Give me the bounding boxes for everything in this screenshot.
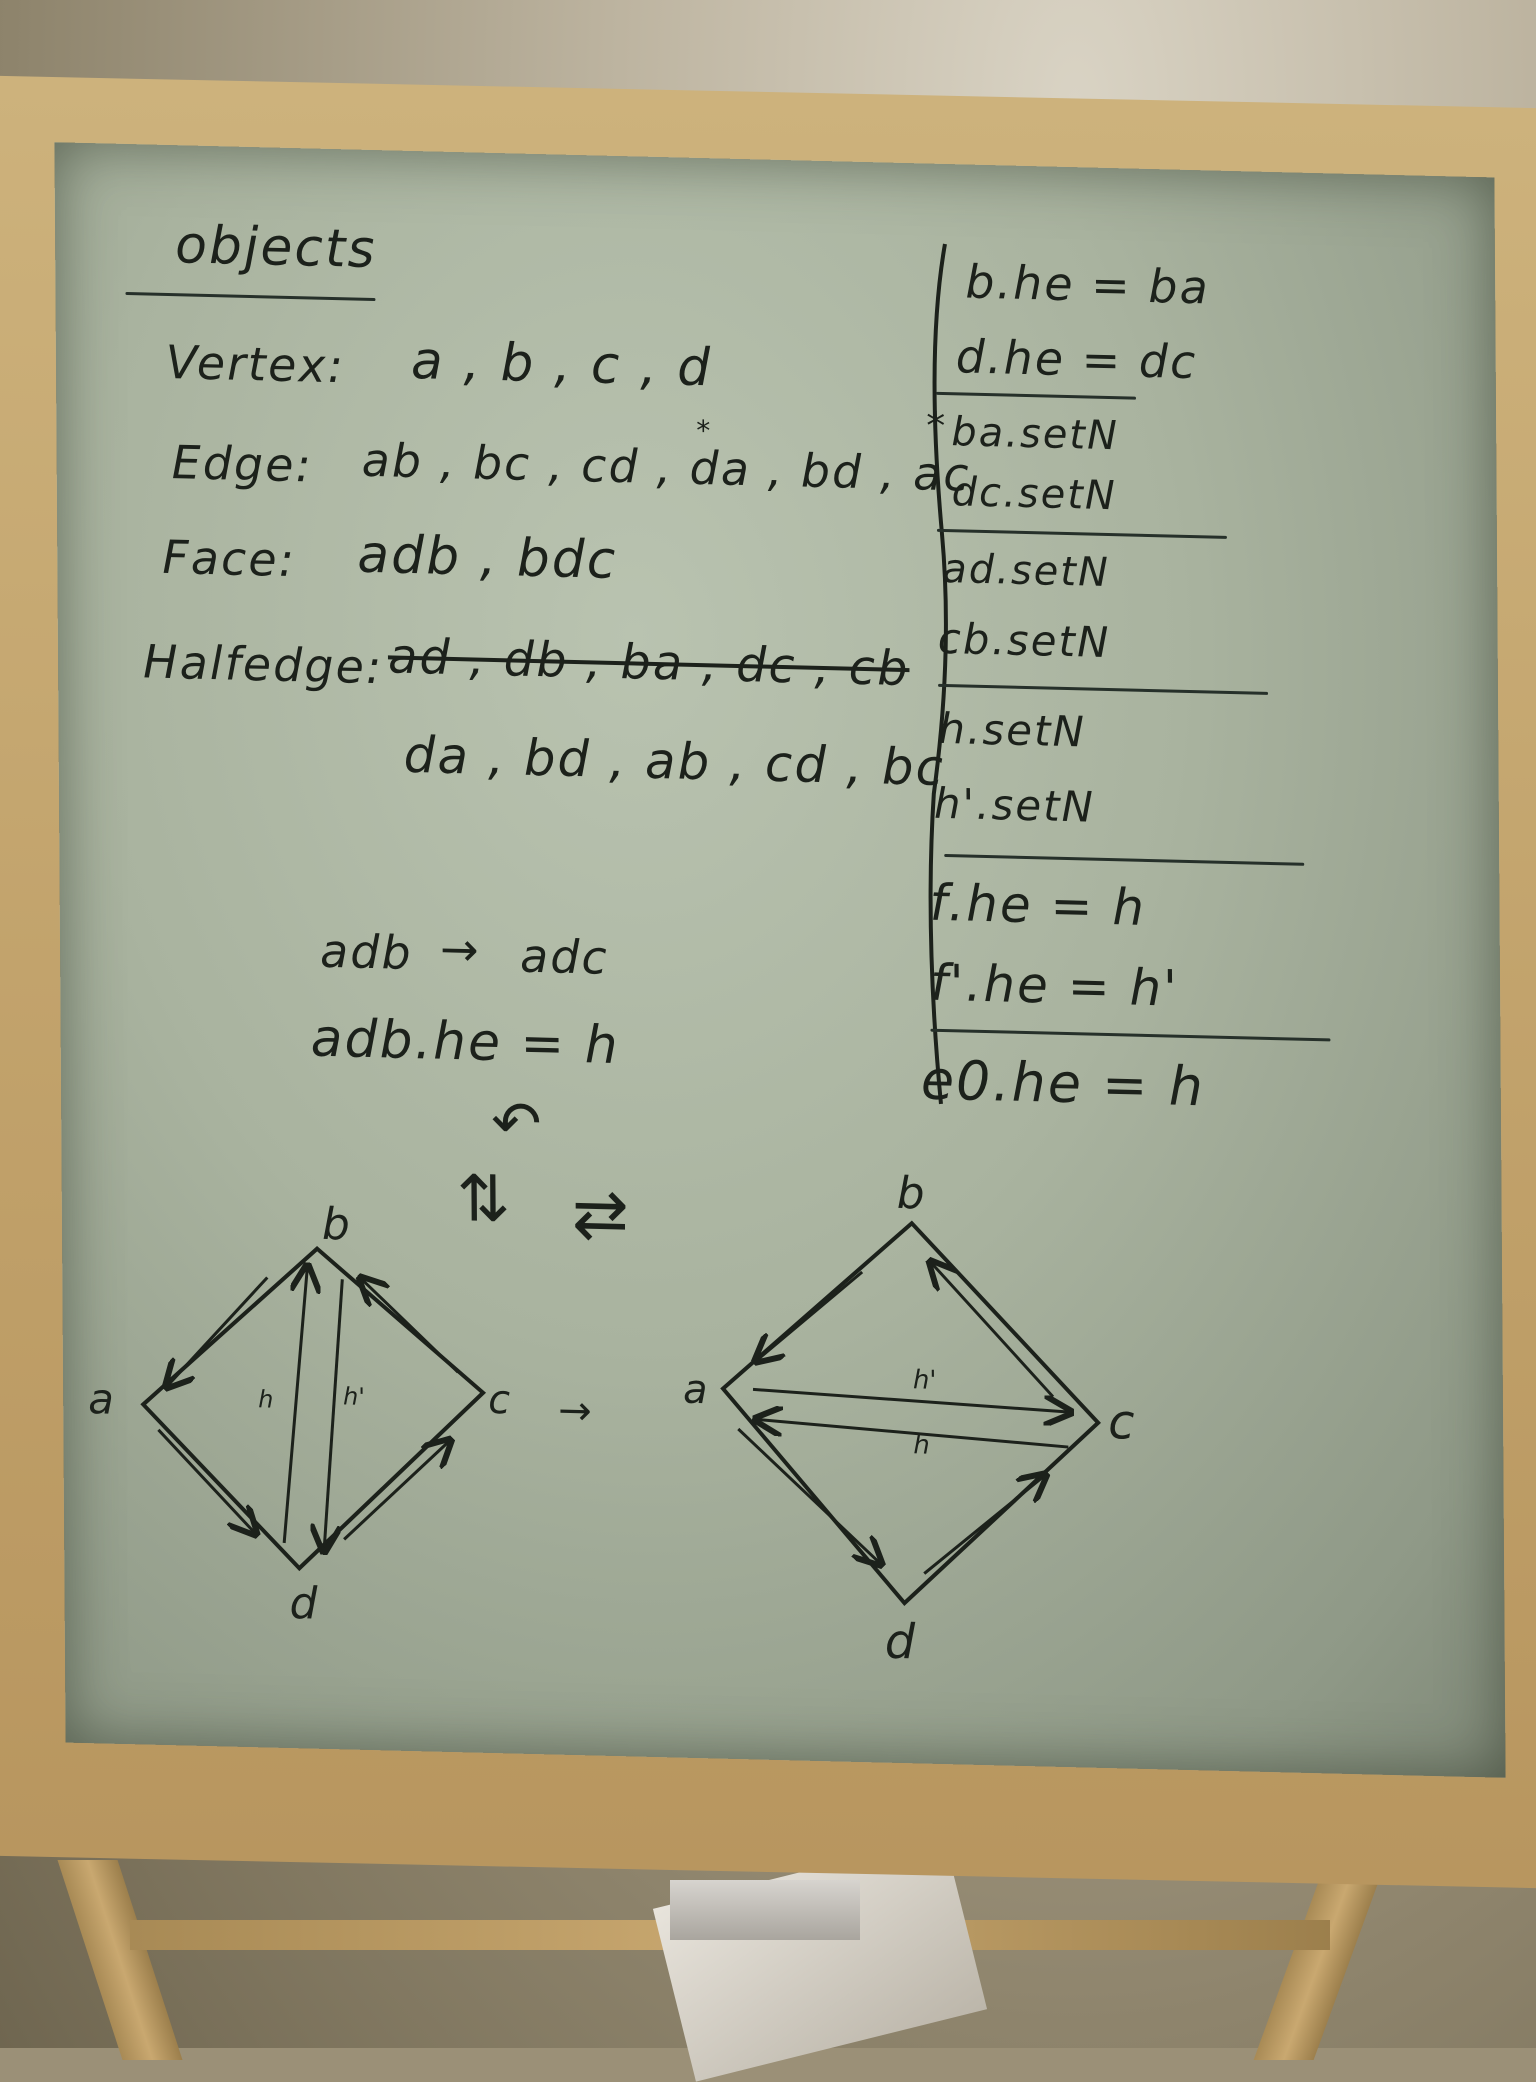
left-diagram: a b c d h h' (88, 1199, 510, 1630)
rc-f-he: f.he = h (929, 873, 1147, 937)
rc-h2-setN: h'.setN (933, 778, 1096, 832)
left-vertex-d: d (289, 1578, 318, 1630)
right-halfedge-h-prime: h' (913, 1365, 937, 1396)
rc-divider-5 (930, 1028, 1331, 1042)
rc-divider-4 (944, 854, 1305, 866)
rc-dc-setN: dc.setN (951, 469, 1118, 520)
rc-divider-3 (938, 683, 1269, 695)
rc-divider-1 (936, 391, 1137, 400)
edge-values: ab , bc , cd , da , bd , ac (361, 432, 971, 502)
vertex-label: Vertex: (165, 334, 346, 394)
right-halfedge-arrows (737, 1259, 1069, 1575)
rc-e0-he: e0.he = h (920, 1048, 1206, 1119)
left-halfedge-arrows (157, 1265, 459, 1552)
halfedge-values-crossed: ad , db , ba , dc , cb (387, 628, 910, 698)
left-vertex-b: b (322, 1199, 350, 1251)
halfedge-values: da , bd , ab , cd , bc (403, 725, 946, 798)
right-vertex-b: b (896, 1168, 924, 1220)
edge-label: Edge: (171, 435, 314, 493)
to-a-arrow-icon: → (558, 1387, 594, 1435)
edge-star-mark: * (696, 413, 713, 448)
right-diamond-outline (720, 1220, 1101, 1606)
left-halfedge-h-prime: h' (343, 1382, 365, 1411)
mapping-arrow: → (439, 921, 481, 977)
rc-divider-2 (936, 528, 1227, 539)
face-values: adb , bdc (357, 524, 618, 592)
vertex-values: a , b , c , d (410, 330, 713, 399)
assign-h: adb.he = h (310, 1008, 620, 1077)
mapping-to: adc (519, 928, 609, 985)
face-label: Face: (162, 529, 297, 588)
right-vertex-c: c (1108, 1394, 1135, 1451)
board-title: objects (174, 215, 377, 281)
left-diamond-outline (140, 1246, 487, 1572)
rc-h-setN: h.setN (938, 703, 1087, 757)
rc-ad-setN: ad.setN (942, 545, 1111, 597)
right-vertex-d: d (885, 1614, 916, 1671)
mapping-from: adb (319, 923, 413, 981)
rc-f2-he: f'.he = h' (929, 953, 1180, 1018)
right-halfedge-h: h (913, 1430, 930, 1460)
rc-b-he: b.he = ba (965, 254, 1210, 315)
right-diagram: a b c d h' h (683, 1168, 1135, 1671)
rotate-arrow-icon: ↶ (490, 1087, 544, 1160)
halfedge-label: Halfedge: (142, 634, 384, 695)
left-vertex-c: c (488, 1377, 510, 1424)
right-vertex-a: a (683, 1367, 708, 1414)
desk-device (670, 1880, 860, 1940)
title-underline (125, 291, 376, 302)
rc-cb-setN: cb.setN (937, 613, 1111, 668)
left-halfedge-h: h (258, 1385, 273, 1413)
rc-ba-setN: ba.setN (951, 409, 1120, 460)
whiteboard: objects Vertex: a , b , c , d Edge: ab ,… (54, 142, 1506, 1778)
left-vertex-a: a (88, 1374, 114, 1424)
rc-d-he: d.he = dc (955, 329, 1198, 390)
right-column-bracket (928, 243, 948, 1105)
